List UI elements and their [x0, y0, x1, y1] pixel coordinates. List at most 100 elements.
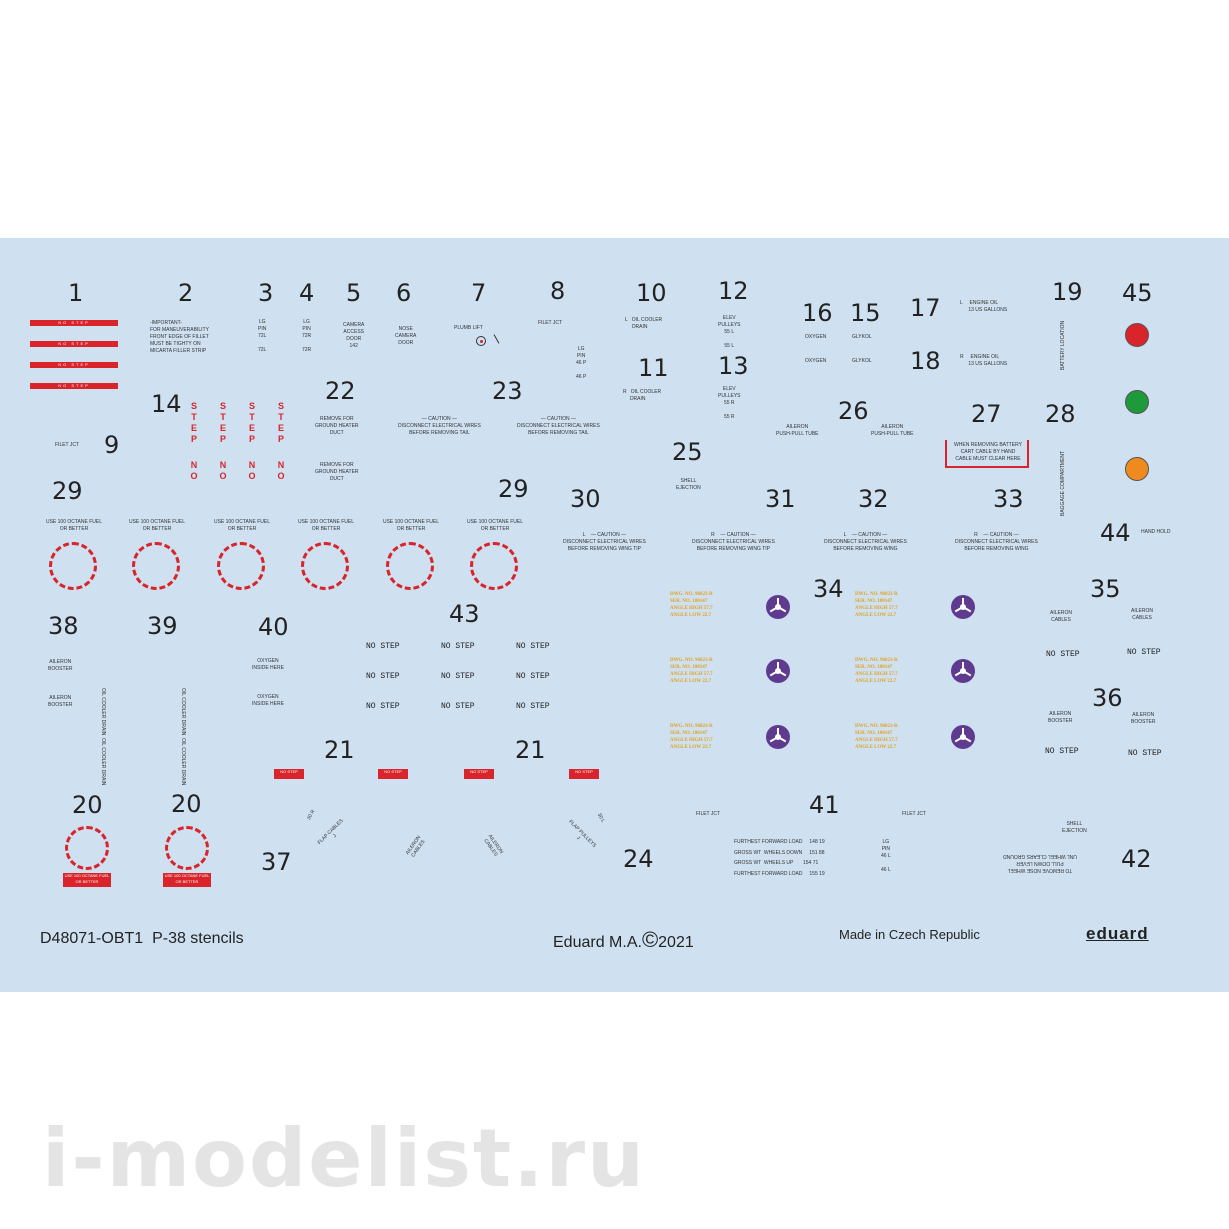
decal-number: 10	[636, 279, 667, 307]
camera-access-stencil: CAMERA ACCESS DOOR 142	[343, 322, 365, 349]
caution-wing-l-stencil: L — CAUTION — DISCONNECT ELECTRICAL WIRE…	[824, 532, 907, 552]
decal-number: 36	[1092, 684, 1123, 712]
elev-pulleys-55r-stencil: ELEV PULLEYS 55 R 55 R	[718, 386, 741, 420]
remove-heater-stencil: REMOVE FOR GROUND HEATER DUCT	[315, 416, 359, 436]
plumb-target-icon	[476, 336, 486, 346]
oil-cooler-drain-vertical: OIL COOLER DRAIN	[100, 738, 106, 786]
decal-number: 29	[52, 477, 83, 505]
sheet-title: P-38 stencils	[152, 930, 244, 947]
no-vertical: NO	[277, 460, 285, 481]
decal-number: 32	[858, 485, 889, 513]
no-step-stencil: NO STEP	[441, 642, 475, 651]
decal-number: 44	[1100, 519, 1131, 547]
lg-pin-46l-stencil: LG PIN 46 L 46 L	[881, 839, 891, 873]
decal-number: 33	[993, 485, 1024, 513]
filet-jct-stencil: FILET JCT	[696, 811, 721, 817]
decal-number: 15	[850, 299, 881, 327]
caution-wing-r-stencil: R — CAUTION — DISCONNECT ELECTRICAL WIRE…	[955, 532, 1038, 552]
oil-cooler-l-stencil: L OIL COOLER DRAIN	[625, 317, 663, 330]
step-vertical: STEP	[190, 401, 197, 444]
fuel-caption: USE 100 OCTANE FUEL OR BETTER	[297, 519, 355, 532]
prop-data-stencil: DWG. NO. 96023-R SER. NO. 100147 ANGLE H…	[670, 592, 713, 618]
step-vertical: STEP	[277, 401, 284, 444]
propeller-blade	[962, 598, 964, 607]
fuel-filler-ring	[301, 542, 349, 590]
no-step-red-label: NO STEP	[274, 769, 304, 779]
filet-jct-stencil: FILET JCT	[538, 320, 563, 326]
no-step-bar: NO STEP	[30, 341, 118, 347]
flap-cables-stencil: FLAP CABLES J	[316, 817, 345, 846]
decal-number: 17	[910, 294, 941, 322]
aileron-pushpull-stencil: AILERON PUSH-PULL TUBE	[776, 424, 819, 437]
red-dot-icon	[1125, 323, 1149, 347]
no-step-stencil: NO STEP	[1127, 648, 1161, 657]
decal-number: 20	[72, 791, 103, 819]
prop-data-stencil: DWG. NO. 96023-R SER. NO. 100147 ANGLE H…	[855, 592, 898, 618]
lg-pin-72l-stencil: LG PIN 72L 72L	[258, 319, 267, 353]
fuel-red-label: USE 100 OCTANE FUEL OR BETTER	[163, 873, 211, 887]
aileron-booster-stencil: AILERON BOOSTER	[1131, 712, 1156, 725]
no-step-bar: NO STEP	[30, 362, 118, 368]
propeller-blade	[777, 728, 779, 737]
decal-number: 2	[178, 279, 194, 307]
orange-dot-icon	[1125, 457, 1149, 481]
caution-tail-stencil: — CAUTION — DISCONNECT ELECTRICAL WIRES …	[398, 416, 481, 436]
decal-number: 21	[515, 736, 546, 764]
maker-line: Eduard M.A.©2021	[553, 927, 694, 953]
decal-number: 7	[471, 279, 487, 307]
fuel-filler-ring	[65, 826, 109, 870]
engine-oil-r-stencil: R ENGINE OIL 13 US GALLONS	[960, 354, 1008, 367]
decal-number: 29	[498, 475, 529, 503]
fuel-filler-ring	[470, 542, 518, 590]
prop-data-stencil: DWG. NO. 96023-R SER. NO. 100147 ANGLE H…	[670, 724, 713, 750]
important-fillet-stencil: -IMPORTANT- FOR MANEUVERABILITY FRONT ED…	[150, 320, 209, 354]
propeller-hub	[775, 734, 781, 740]
decal-sheet: 1 2 3 4 5 6 7 8 10 12 16 15 17 19 45 NO …	[0, 238, 1229, 992]
fuel-caption: USE 100 OCTANE FUEL OR BETTER	[128, 519, 186, 532]
lg-pin-46p-stencil: LG PIN 46 P 46 P	[576, 346, 587, 380]
decal-number: 19	[1052, 278, 1083, 306]
fuel-filler-ring	[165, 826, 209, 870]
no-step-stencil: NO STEP	[1128, 749, 1162, 758]
aileron-pushpull-stencil: AILERON PUSH-PULL TUBE	[871, 424, 914, 437]
oxygen-stencil: OXYGEN	[805, 358, 827, 364]
shell-ejection-stencil: SHELL EJECTION	[676, 478, 701, 491]
decal-number: 21	[324, 736, 355, 764]
caution-wingtip-l-stencil: L — CAUTION — DISCONNECT ELECTRICAL WIRE…	[563, 532, 646, 552]
decal-number: 9	[104, 431, 120, 459]
decal-number: 1	[68, 279, 84, 307]
filet-jct-stencil: FILET JCT	[55, 442, 80, 448]
propeller-hub	[960, 734, 966, 740]
fuel-filler-ring	[49, 542, 97, 590]
propeller-icon	[766, 659, 790, 683]
decal-number: 14	[151, 390, 182, 418]
fuel-filler-ring	[132, 542, 180, 590]
propeller-icon	[951, 725, 975, 749]
decal-number: 27	[971, 400, 1002, 428]
propeller-blade	[962, 662, 964, 671]
no-step-stencil: NO STEP	[366, 672, 400, 681]
decal-number: 3	[258, 279, 274, 307]
prop-data-stencil: DWG. NO. 96023-R SER. NO. 100147 ANGLE H…	[855, 658, 898, 684]
decal-number: 40	[258, 613, 289, 641]
green-dot-icon	[1125, 390, 1149, 414]
decal-number: 12	[718, 277, 749, 305]
aileron-booster-stencil: AILERON BOOSTER	[1048, 711, 1073, 724]
aileron-cables-stencil: AILERON CABLES	[1131, 608, 1153, 621]
propeller-blade	[962, 728, 964, 737]
year: 2021	[658, 934, 694, 951]
decal-number: 20	[171, 790, 202, 818]
battery-cart-stencil: WHEN REMOVING BATTERY CART CABLE BY HAND…	[954, 442, 1022, 462]
decal-number: 16	[802, 299, 833, 327]
oxygen-inside-stencil: OXYGEN INSIDE HERE	[252, 694, 284, 707]
hand-hold-stencil: HAND HOLD	[1141, 529, 1171, 535]
fuel-filler-ring	[386, 542, 434, 590]
no-vertical: NO	[248, 460, 256, 481]
fuel-caption: USE 100 OCTANE FUEL OR BETTER	[45, 519, 103, 532]
no-step-stencil: NO STEP	[441, 672, 475, 681]
decal-number: 42	[1121, 845, 1152, 873]
decal-number: 34	[813, 575, 844, 603]
decal-number: 4	[299, 279, 315, 307]
propeller-hub	[960, 668, 966, 674]
no-step-stencil: NO STEP	[366, 642, 400, 651]
